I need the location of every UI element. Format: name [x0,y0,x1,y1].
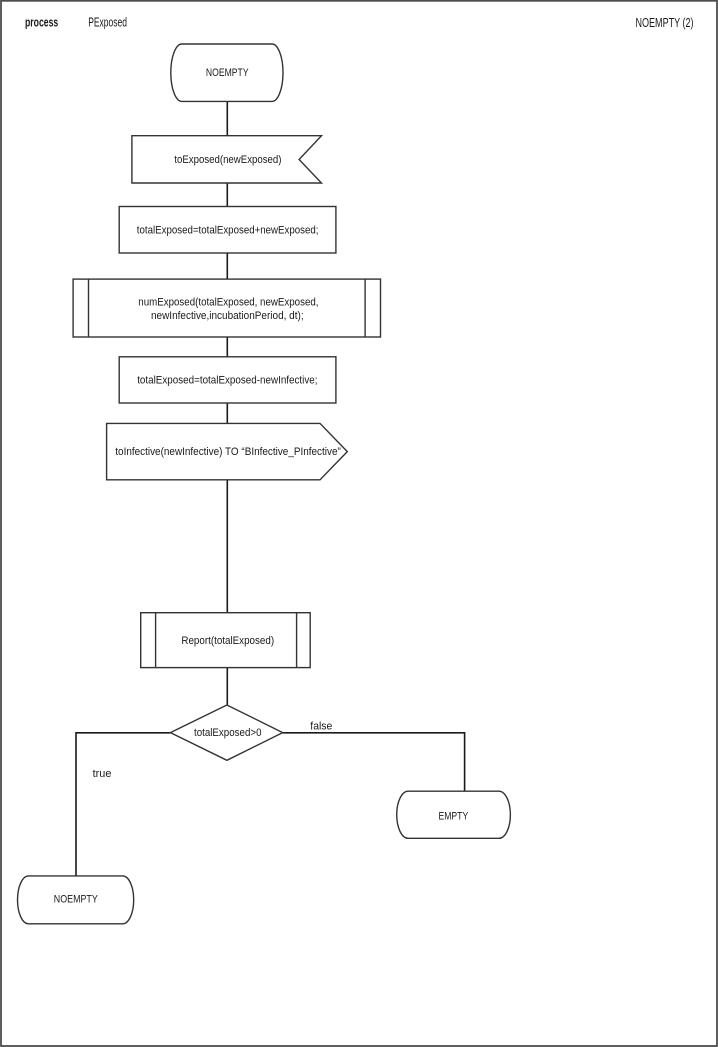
svg-text:totalExposed=totalExposed-newI: totalExposed=totalExposed-newInfective; [137,374,317,386]
svg-text:false: false [310,721,332,733]
svg-text:EMPTY: EMPTY [439,811,469,823]
svg-text:process: process [25,15,58,30]
svg-text:PExposed: PExposed [88,15,127,30]
svg-text:totalExposed=totalExposed+newE: totalExposed=totalExposed+newExposed; [137,224,319,236]
svg-text:numExposed(totalExposed, newEx: numExposed(totalExposed, newExposed, [138,296,318,308]
svg-text:newInfective,incubationPeriod,: newInfective,incubationPeriod, dt); [151,310,304,322]
svg-text:NOEMPTY: NOEMPTY [206,67,249,79]
svg-text:totalExposed>0: totalExposed>0 [194,727,262,739]
svg-text:Report(totalExposed): Report(totalExposed) [181,635,274,647]
svg-text:NOEMPTY (2): NOEMPTY (2) [636,15,694,30]
svg-text:toInfective(newInfective) TO “: toInfective(newInfective) TO “BInfective… [115,446,341,458]
svg-text:true: true [93,768,112,780]
svg-text:NOEMPTY: NOEMPTY [54,893,99,905]
svg-text:toExposed(newExposed): toExposed(newExposed) [174,154,281,166]
